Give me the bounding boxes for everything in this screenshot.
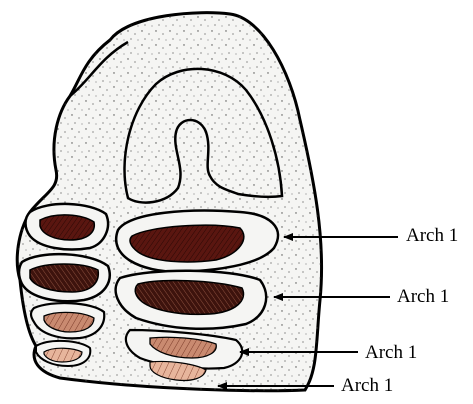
arch-label-4: Arch 1 xyxy=(341,376,393,395)
cavity-right-maxillary xyxy=(130,225,244,262)
cavity-left-bottom xyxy=(44,348,82,362)
arch-label-3: Arch 1 xyxy=(365,343,417,362)
arch-label-1: Arch 1 xyxy=(406,226,458,245)
arch-label-2: Arch 1 xyxy=(397,287,449,306)
